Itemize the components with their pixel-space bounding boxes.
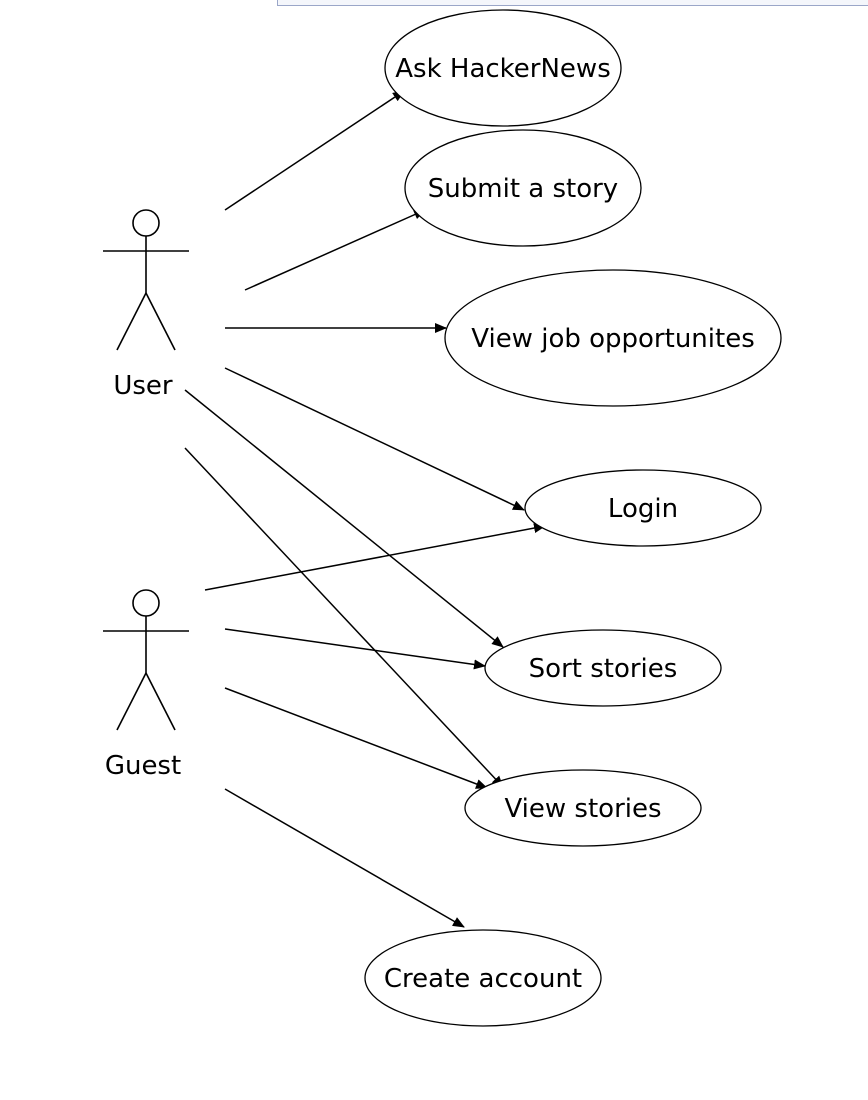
use-case-ellipse	[364, 929, 602, 1027]
use-case-label: Sort stories	[529, 654, 678, 684]
use-case-label: View job opportunites	[471, 324, 755, 354]
window-frame-edge	[277, 0, 868, 6]
association-guest-create	[224, 788, 465, 928]
use-case-label: View stories	[504, 794, 661, 824]
actor-label: User	[113, 371, 173, 401]
association-user-submit	[244, 209, 426, 291]
actor-guest[interactable]: Guest	[103, 589, 189, 781]
use-case-ellipse	[524, 469, 762, 547]
use-case-ask-hackernews[interactable]: Ask HackerNews	[384, 9, 622, 127]
use-case-ellipse	[484, 629, 722, 707]
stick-figure-icon	[103, 589, 189, 731]
use-case-ellipse	[464, 769, 702, 847]
associations	[184, 90, 546, 928]
association-user-view	[184, 447, 504, 788]
use-case-view-job-opportunities[interactable]: View job opportunites	[444, 269, 782, 407]
use-case-submit-story[interactable]: Submit a story	[404, 129, 642, 247]
association-user-sort	[184, 389, 504, 648]
use-case-ellipse	[404, 129, 642, 247]
actor-label: Guest	[105, 751, 181, 781]
use-case-view-stories[interactable]: View stories	[464, 769, 702, 847]
use-case-login[interactable]: Login	[524, 469, 762, 547]
use-case-sort-stories[interactable]: Sort stories	[484, 629, 722, 707]
use-case-label: Create account	[384, 964, 582, 994]
association-guest-view	[224, 687, 488, 789]
association-user-login	[224, 367, 525, 511]
use-case-ellipse	[444, 269, 782, 407]
association-guest-sort	[224, 628, 486, 670]
use-case-label: Submit a story	[428, 174, 618, 204]
use-case-label: Ask HackerNews	[395, 54, 611, 84]
use-case-label: Login	[608, 494, 678, 524]
use-case-create-account[interactable]: Create account	[364, 929, 602, 1027]
actor-user[interactable]: User	[103, 209, 189, 401]
association-user-ask	[224, 90, 405, 211]
association-guest-login	[204, 523, 546, 591]
stick-figure-icon	[103, 209, 189, 351]
use-case-ellipse	[384, 9, 622, 127]
